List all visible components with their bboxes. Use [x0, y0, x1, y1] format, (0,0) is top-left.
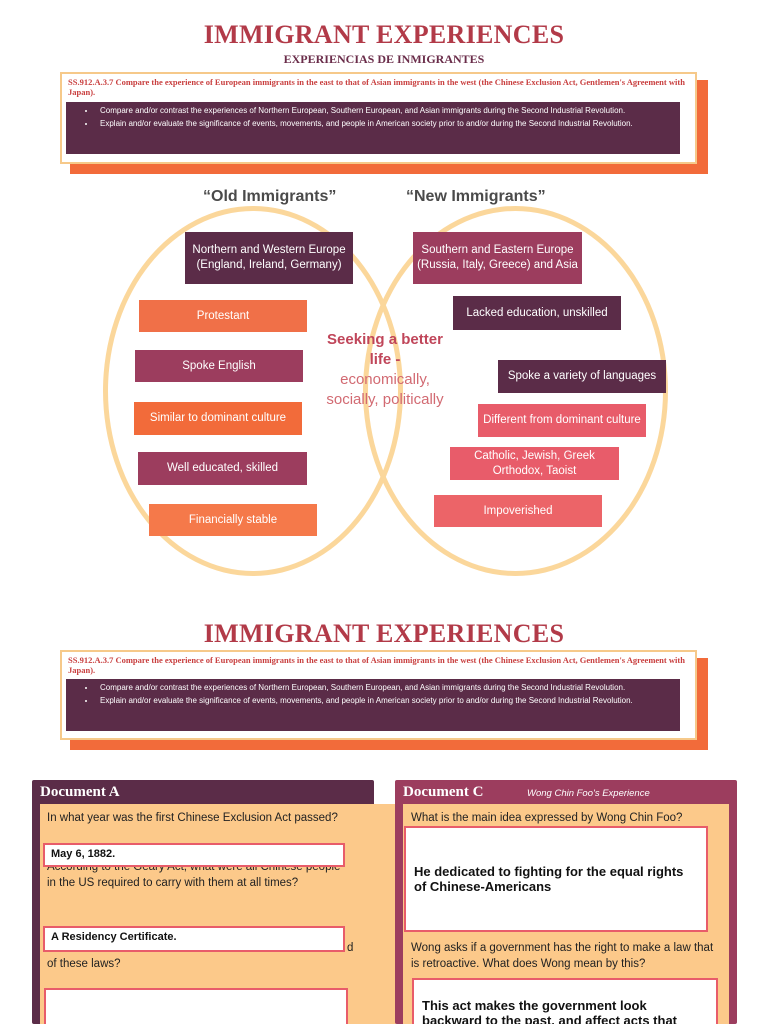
- old-trait-box: Protestant: [139, 300, 307, 332]
- document-c-subheading: Wong Chin Foo's Experience: [527, 788, 650, 799]
- document-a-card: Document A: [32, 780, 396, 1024]
- center-text-light: economically, socially, politically: [326, 371, 444, 408]
- doc-c-answer-field[interactable]: He dedicated to fighting for the equal r…: [404, 826, 708, 932]
- venn-diagram: “Old Immigrants” “New Immigrants” Northe…: [0, 180, 768, 580]
- page-subtitle: EXPERIENCIAS DE INMIGRANTES: [283, 52, 485, 66]
- objective-item: Compare and/or contrast the experiences …: [96, 105, 674, 116]
- standard-text: SS.912.A.3.7 Compare the experience of E…: [68, 77, 685, 97]
- document-c-heading: Document C: [403, 784, 484, 800]
- old-immigrants-title: “Old Immigrants”: [203, 188, 337, 205]
- doc-a-question: In what year was the first Chinese Exclu…: [47, 812, 338, 824]
- new-immigrants-title: “New Immigrants”: [406, 188, 546, 205]
- objectives-list: Compare and/or contrast the experiences …: [66, 679, 680, 731]
- standard-text: SS.912.A.3.7 Compare the experience of E…: [68, 655, 685, 675]
- old-trait-box: Spoke English: [135, 350, 303, 382]
- old-trait-box: Well educated, skilled: [138, 452, 307, 485]
- old-origin-box: Northern and Western Europe (England, Ir…: [185, 232, 353, 284]
- doc-a-question: d: [347, 942, 354, 954]
- venn-center-text: Seeking a better life - economically, so…: [315, 330, 455, 410]
- doc-c-question: Wong asks if a government has the right …: [411, 942, 714, 970]
- objective-item: Compare and/or contrast the experiences …: [96, 682, 674, 693]
- doc-a-question: of these laws?: [47, 958, 121, 970]
- center-text-bold: Seeking a better life -: [327, 331, 443, 368]
- document-a-body: [40, 804, 396, 1024]
- objective-item: Explain and/or evaluate the significance…: [96, 118, 674, 129]
- new-trait-box: Impoverished: [434, 495, 602, 527]
- page2-title: IMMIGRANT EXPERIENCES: [203, 619, 565, 648]
- document-a-heading: Document A: [40, 784, 120, 800]
- new-trait-box: Catholic, Jewish, Greek Orthodox, Taoist: [450, 447, 619, 480]
- objective-item: Explain and/or evaluate the significance…: [96, 695, 674, 706]
- doc-c-answer-field[interactable]: This act makes the government look backw…: [412, 978, 718, 1024]
- new-trait-box: Different from dominant culture: [478, 404, 646, 437]
- objectives-list: Compare and/or contrast the experiences …: [66, 102, 680, 154]
- new-trait-box: Lacked education, unskilled: [453, 296, 621, 330]
- doc-a-answer-field[interactable]: [44, 988, 348, 1024]
- doc-a-answer-field[interactable]: A Residency Certificate.: [43, 926, 345, 952]
- old-trait-box: Similar to dominant culture: [134, 402, 302, 435]
- new-trait-box: Spoke a variety of languages: [498, 360, 666, 393]
- new-origin-box: Southern and Eastern Europe (Russia, Ita…: [413, 232, 582, 284]
- page-title: IMMIGRANT EXPERIENCES: [203, 20, 565, 49]
- doc-c-question: What is the main idea expressed by Wong …: [411, 812, 683, 824]
- old-trait-box: Financially stable: [149, 504, 317, 536]
- doc-a-answer-field[interactable]: May 6, 1882.: [43, 843, 345, 867]
